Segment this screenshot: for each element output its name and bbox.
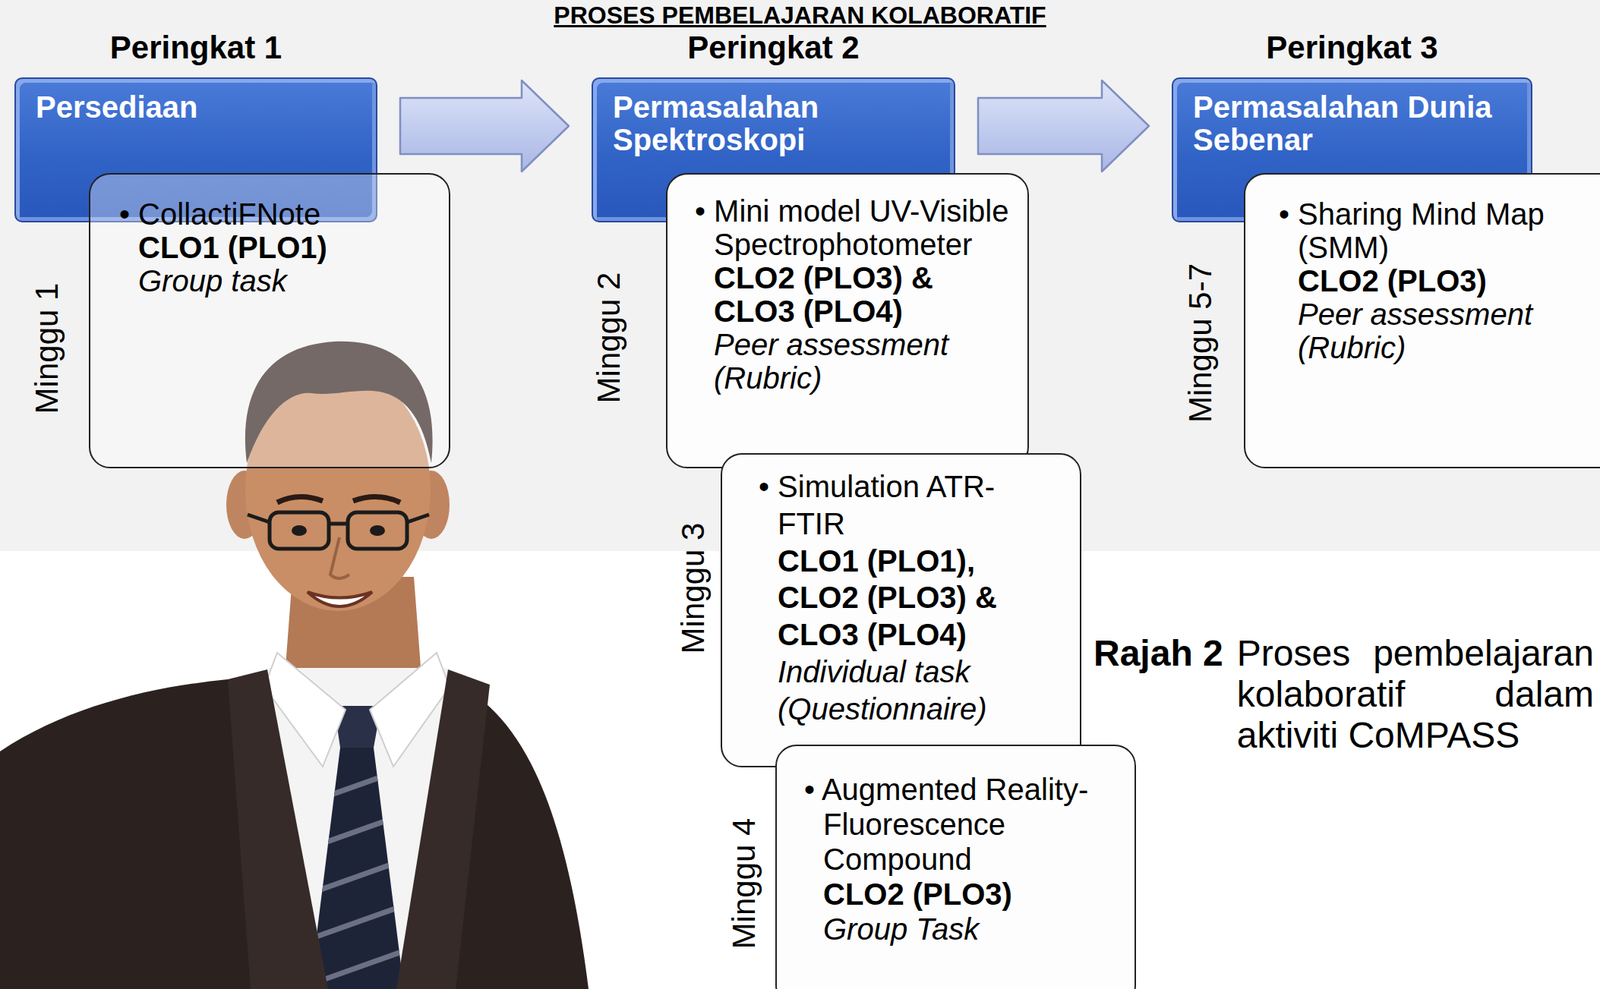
eye-left xyxy=(291,525,307,537)
stage-heading: Peringkat 1 xyxy=(110,30,282,66)
nose xyxy=(330,537,350,579)
week-label: Minggu 1 xyxy=(29,283,65,415)
week-label: Minggu 2 xyxy=(591,272,627,404)
stage-title: Permasalahan Dunia Sebenar xyxy=(1192,91,1512,157)
activity-box: Minggu 5-7• Sharing Mind Map (SMM)CLO2 (… xyxy=(1243,173,1600,469)
activity-box: Minggu 4• Augmented Reality-Fluorescence… xyxy=(775,744,1137,989)
week-label: Minggu 3 xyxy=(675,523,711,655)
outcome-code: CLO2 (PLO3) xyxy=(823,877,1117,913)
activity-item: • CollactiFNote xyxy=(119,197,431,231)
outcome-code: CLO2 (PLO3) & CLO3 (PLO4) xyxy=(713,261,1010,329)
figure-caption: Proses pembelajaran kolaboratif dalam ak… xyxy=(1237,633,1594,757)
stage-heading: Peringkat 2 xyxy=(687,30,859,66)
figure-number: Rajah 2 xyxy=(1093,633,1224,675)
week-label: Minggu 5-7 xyxy=(1183,263,1219,423)
assessment-note: Group Task xyxy=(823,912,1117,947)
block-arrow xyxy=(400,80,569,172)
assessment-note: Individual task (Questionnaire) xyxy=(777,653,1050,729)
outcome-code: CLO1 (PLO1) xyxy=(138,230,431,265)
week-label: Minggu 4 xyxy=(726,818,762,950)
activity-item: • Sharing Mind Map (SMM) xyxy=(1278,197,1547,265)
eyebrow-left xyxy=(277,496,323,503)
smile xyxy=(307,592,373,607)
eyebrow-right xyxy=(353,496,401,503)
diagram-title: PROSES PEMBELAJARAN KOLABORATIF xyxy=(553,1,1046,29)
lapel-right xyxy=(396,669,490,989)
activity-item: • Augmented Reality-Fluorescence Compoun… xyxy=(804,772,1117,878)
activity-item: • Simulation ATR-FTIR xyxy=(758,468,1050,543)
stage-title: Persediaan xyxy=(35,91,357,124)
activity-box: Minggu 1• CollactiFNoteCLO1 (PLO1)Group … xyxy=(88,173,451,469)
activity-box: Minggu 3• Simulation ATR-FTIRCLO1 (PLO1)… xyxy=(720,453,1082,768)
title-row: PROSES PEMBELAJARAN KOLABORATIF xyxy=(0,1,1600,29)
outcome-code: CLO1 (PLO1), CLO2 (PLO3) & CLO3 (PLO4) xyxy=(777,542,1050,654)
stage-heading: Peringkat 3 xyxy=(1265,30,1438,66)
eye-right xyxy=(369,525,386,537)
activity-box: Minggu 2• Mini model UV-Visible Spectrop… xyxy=(665,173,1029,469)
assessment-note: Group task xyxy=(138,264,431,298)
assessment-note: Peer assessment (Rubric) xyxy=(1297,297,1547,365)
activity-item: • Mini model UV-Visible Spectrophotomete… xyxy=(694,194,1010,262)
assessment-note: Peer assessment (Rubric) xyxy=(713,328,1010,395)
outcome-code: CLO2 (PLO3) xyxy=(1297,264,1547,298)
block-arrow xyxy=(978,80,1149,172)
stage-title: Permasalahan Spektroskopi xyxy=(612,91,935,157)
lapel-left xyxy=(227,669,329,989)
